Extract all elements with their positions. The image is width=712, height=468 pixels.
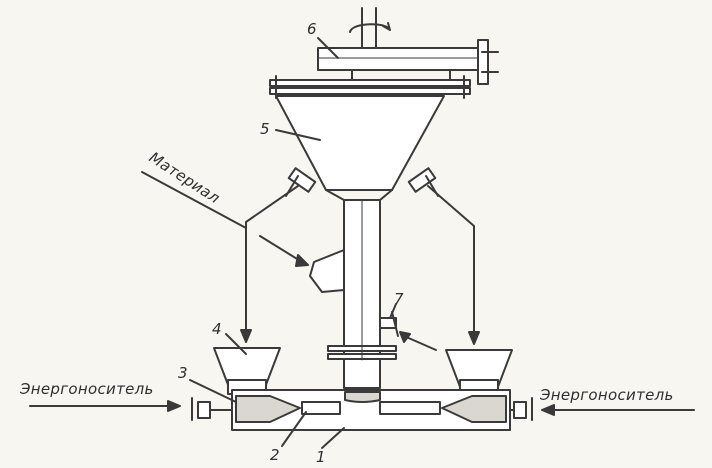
nozzle-7-arrow bbox=[403, 335, 437, 351]
material-arrow-head bbox=[295, 254, 309, 267]
energy-arrowhead-left bbox=[167, 400, 181, 412]
callout-6: 6 bbox=[307, 20, 317, 38]
valve-left bbox=[191, 397, 233, 421]
material-feed-pipe bbox=[309, 249, 345, 293]
leader-1 bbox=[321, 427, 345, 449]
nozzle-right bbox=[379, 395, 507, 423]
material-label: Материал bbox=[146, 148, 223, 207]
callout-7: 7 bbox=[394, 290, 404, 308]
rotation-arrow-icon bbox=[349, 22, 391, 33]
hopper-left bbox=[213, 347, 281, 395]
hopper-right bbox=[445, 349, 513, 395]
callout-4: 4 bbox=[212, 320, 222, 338]
material-arrow-line bbox=[259, 235, 303, 263]
callout-3: 3 bbox=[178, 364, 188, 382]
callout-2: 2 bbox=[270, 446, 280, 464]
valve-right bbox=[509, 397, 533, 421]
top-flange bbox=[269, 75, 471, 99]
energy-label-left: Энергоноситель bbox=[19, 380, 154, 398]
callout-5: 5 bbox=[260, 120, 270, 138]
cone-outlet-right bbox=[407, 167, 439, 197]
drive-arm bbox=[317, 39, 499, 85]
leader-2 bbox=[281, 411, 307, 447]
arrow-return-right bbox=[468, 331, 480, 345]
energy-arrowhead-right bbox=[541, 404, 555, 416]
arrow-return-left bbox=[240, 329, 252, 343]
leader-4 bbox=[225, 333, 247, 355]
leader-3 bbox=[189, 379, 237, 403]
leader-6 bbox=[317, 37, 339, 59]
energy-label-right: Энергоноситель bbox=[539, 386, 674, 404]
drive-shaft bbox=[361, 7, 377, 49]
nozzle-7 bbox=[379, 311, 399, 337]
nozzle-left bbox=[235, 395, 341, 423]
leader-5 bbox=[275, 129, 321, 141]
return-line-left bbox=[245, 185, 299, 335]
material-leader bbox=[141, 171, 247, 229]
return-line-right bbox=[427, 185, 475, 337]
nozzle-7-arrowhead bbox=[399, 331, 411, 343]
cone-outlet-left bbox=[285, 167, 317, 197]
central-riser bbox=[325, 189, 397, 389]
callout-1: 1 bbox=[316, 448, 326, 466]
leader-7 bbox=[389, 303, 397, 319]
